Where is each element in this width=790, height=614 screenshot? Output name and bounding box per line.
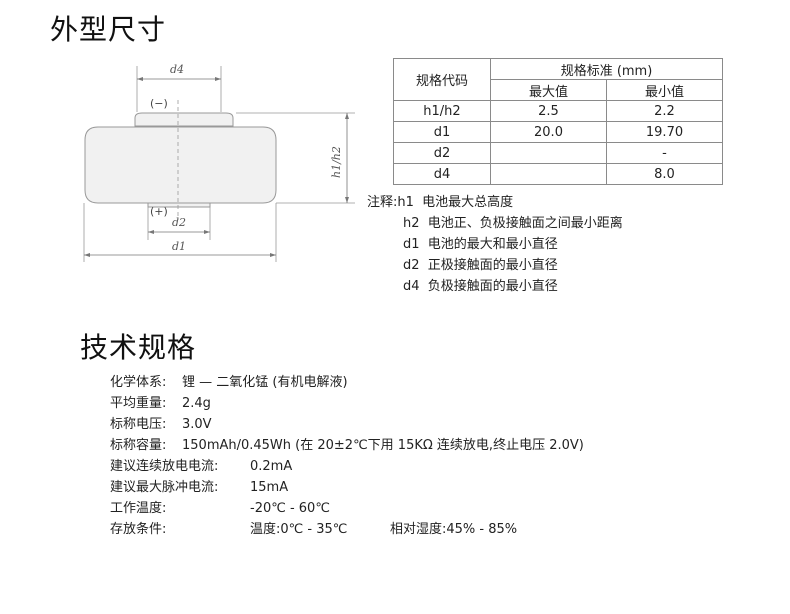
row-max <box>490 142 607 164</box>
positive-terminal <box>147 202 211 208</box>
row-code: d4 <box>393 163 491 185</box>
dimensions-title: 外型尺寸 <box>50 13 167 46</box>
note-row: d4 负极接触面的最小直径 <box>367 276 623 297</box>
notes-block: 注释:h1 电池最大总高度 h2 电池正、负极接触面之间最小距离 d1 电池的最… <box>367 192 623 297</box>
note-row: h2 电池正、负极接触面之间最小距离 <box>367 213 623 234</box>
spec-label: 工作温度: <box>110 501 167 516</box>
table-row: d1 20.0 19.70 <box>393 121 723 143</box>
note-row: d2 正极接触面的最小直径 <box>367 255 623 276</box>
row-code: d2 <box>393 142 491 164</box>
row-min: 8.0 <box>606 163 723 185</box>
row-min: 19.70 <box>606 121 723 143</box>
note-key: d2 <box>403 258 420 273</box>
header-min: 最小值 <box>606 79 723 101</box>
note-text: 电池的最大和最小直径 <box>427 237 558 252</box>
header-max: 最大值 <box>490 79 607 101</box>
note-key: d4 <box>403 279 420 294</box>
spec-value: 0.2mA <box>250 459 293 474</box>
d2-label: d2 <box>172 216 186 229</box>
note-text: 正极接触面的最小直径 <box>427 258 558 273</box>
spec-label: 建议连续放电电流: <box>110 459 219 474</box>
row-code: d1 <box>393 121 491 143</box>
table-row: d2 - <box>393 142 723 164</box>
note-row: d1 电池的最大和最小直径 <box>367 234 623 255</box>
spec-label: 平均重量: <box>110 396 167 411</box>
note-text: 电池最大总高度 <box>422 195 514 210</box>
spec-value: 150mAh/0.45Wh (在 20±2℃下用 15KΩ 连续放电,终止电压 … <box>182 438 584 453</box>
notes-prefix: 注释: <box>367 195 398 210</box>
note-text: 负极接触面的最小直径 <box>427 279 558 294</box>
tech-specs-title: 技术规格 <box>80 331 197 364</box>
spec-label: 存放条件: <box>110 522 167 537</box>
negative-label: (−) <box>150 97 168 110</box>
h-label: h1/h2 <box>330 146 343 178</box>
note-key: h1 <box>397 195 414 210</box>
spec-value: 15mA <box>250 480 289 495</box>
spec-label: 标称容量: <box>110 438 167 453</box>
row-min: 2.2 <box>606 100 723 122</box>
row-min: - <box>606 142 723 164</box>
spec-value: 3.0V <box>182 417 212 432</box>
note-key: d1 <box>403 237 420 252</box>
note-text: 电池正、负极接触面之间最小距离 <box>427 216 623 231</box>
spec-value: -20℃ - 60℃ <box>250 501 330 516</box>
spec-label: 标称电压: <box>110 417 167 432</box>
row-max: 2.5 <box>490 100 607 122</box>
spec-value: 2.4g <box>182 396 211 411</box>
header-standard: 规格标准 (mm) <box>490 58 723 80</box>
spec-value: 相对湿度:45% - 85% <box>390 522 518 537</box>
spec-label: 化学体系: <box>110 375 167 390</box>
spec-value: 温度:0℃ - 35℃ <box>250 522 348 537</box>
positive-label: (+) <box>150 205 168 218</box>
table-row: d4 8.0 <box>393 163 723 185</box>
spec-value: 锂 — 二氧化锰 (有机电解液) <box>182 375 348 390</box>
table-row: h1/h2 2.5 2.2 <box>393 100 723 122</box>
dimension-spec-table: 规格代码 规格标准 (mm) 最大值 最小值 h1/h2 2.5 2.2 d1 … <box>393 58 723 185</box>
d1-label: d1 <box>172 240 186 253</box>
note-row: 注释:h1 电池最大总高度 <box>367 192 623 213</box>
row-max: 20.0 <box>490 121 607 143</box>
header-code: 规格代码 <box>393 58 491 101</box>
d4-label: d4 <box>170 63 184 76</box>
row-code: h1/h2 <box>393 100 491 122</box>
row-max <box>490 163 607 185</box>
negative-cap <box>134 112 234 127</box>
note-key: h2 <box>403 216 420 231</box>
battery-body <box>84 126 277 204</box>
spec-label: 建议最大脉冲电流: <box>110 480 219 495</box>
